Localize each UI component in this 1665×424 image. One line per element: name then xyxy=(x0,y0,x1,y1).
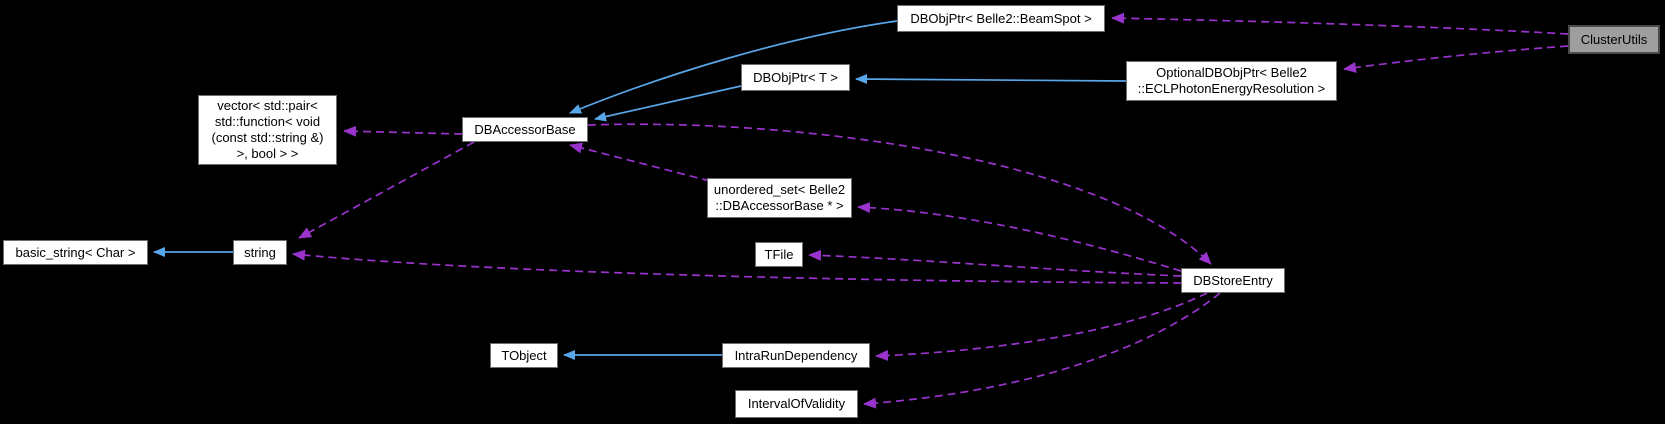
node-string[interactable]: string xyxy=(233,240,287,265)
edge-beamspot-to-dbaccessorbase xyxy=(569,20,898,114)
node-vector-callbacks[interactable]: vector< std::pair< std::function< void (… xyxy=(198,95,337,165)
edge-dbstoreentry-to-string xyxy=(292,249,1182,284)
edge-dbstoreentry-to-intervalofvalidity xyxy=(863,292,1221,409)
edge-unorderedset-to-dbaccessorbase xyxy=(569,142,711,182)
node-dbaccessorbase[interactable]: DBAccessorBase xyxy=(462,117,588,142)
edge-dbobjptrt-to-dbaccessorbase xyxy=(594,85,742,122)
node-optionaldbobjptr[interactable]: OptionalDBObjPtr< Belle2 ::ECLPhotonEner… xyxy=(1126,61,1337,101)
node-intervalofvalidity[interactable]: IntervalOfValidity xyxy=(735,390,858,418)
edge-dbaccessorbase-to-dbstoreentry xyxy=(587,123,1212,265)
node-dbobjptr-beamspot[interactable]: DBObjPtr< Belle2::BeamSpot > xyxy=(897,5,1105,32)
edge-optionaldbobjptr-to-dbobjptrt xyxy=(855,74,1127,85)
edge-dbaccessorbase-to-string xyxy=(298,141,475,239)
edge-dbstoreentry-to-unorderedset xyxy=(857,202,1182,272)
edge-dbstoreentry-to-tfile xyxy=(808,249,1182,277)
node-dbobjptr-t[interactable]: DBObjPtr< T > xyxy=(741,64,850,91)
node-intrarundependency[interactable]: IntraRunDependency xyxy=(722,343,870,368)
node-basic-string[interactable]: basic_string< Char > xyxy=(3,240,148,265)
edge-dbstoreentry-to-intrarundependency xyxy=(875,292,1208,362)
node-unordered-set[interactable]: unordered_set< Belle2 ::DBAccessorBase *… xyxy=(707,178,852,218)
edge-clusterutils-to-optionaldbobjptr xyxy=(1343,45,1569,73)
node-tfile[interactable]: TFile xyxy=(755,242,803,267)
node-tobject[interactable]: TObject xyxy=(490,343,558,368)
edge-clusterutils-to-beamspot xyxy=(1111,12,1569,35)
node-clusterutils: ClusterUtils xyxy=(1568,25,1660,54)
edge-dbaccessorbase-to-vector xyxy=(343,125,463,137)
node-dbstoreentry[interactable]: DBStoreEntry xyxy=(1181,268,1285,293)
